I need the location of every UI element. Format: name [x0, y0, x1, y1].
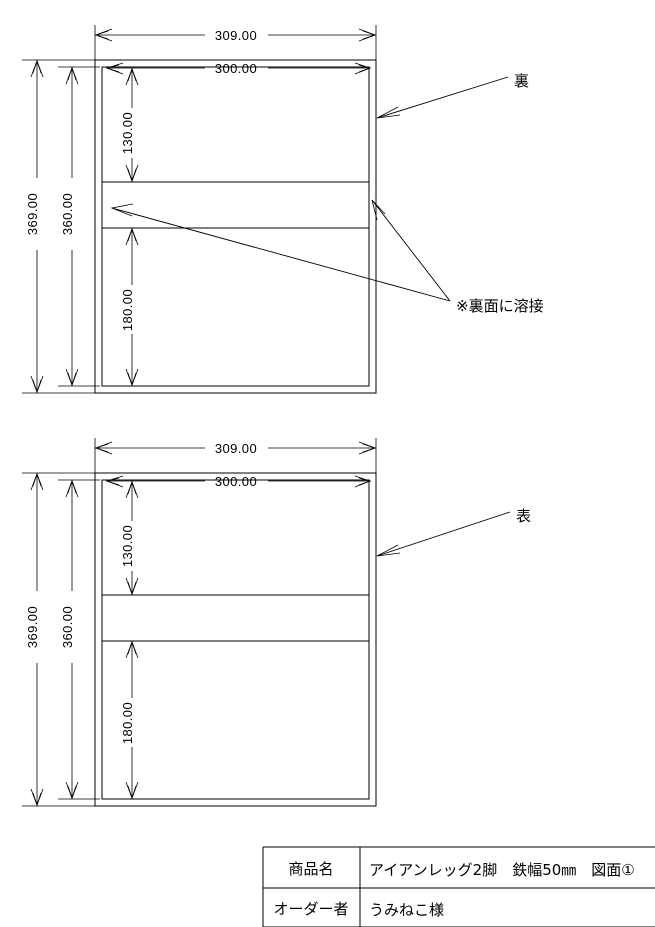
title-block-value-orderer: うみねこ様 — [369, 901, 444, 919]
title-block: 商品名 アイアンレッグ2脚 鉄幅50㎜ 図面① オーダー者 うみねこ様 — [262, 846, 655, 927]
dim-label-180-front: 180.00 — [120, 702, 135, 744]
view-back: 309.00 300.00 — [22, 25, 544, 394]
label-back-face: 裏 — [514, 72, 529, 90]
dim-upper-130-back: 130.00 — [120, 67, 139, 183]
back-outer-frame — [94, 59, 377, 394]
dim-lower-180-front: 180.00 — [120, 640, 139, 800]
dim-outer-height-back: 369.00 — [22, 59, 100, 394]
back-center-bar — [101, 181, 370, 229]
dim-label-300-front: 300.00 — [215, 474, 257, 489]
title-block-value-product: アイアンレッグ2脚 鉄幅50㎜ 図面① — [369, 861, 635, 879]
title-block-label-product: 商品名 — [288, 860, 333, 878]
dim-label-360-front: 360.00 — [60, 606, 75, 648]
dim-inner-height-front: 360.00 — [58, 479, 100, 800]
dim-label-130-back: 130.00 — [120, 112, 135, 154]
title-block-label-orderer: オーダー者 — [273, 900, 348, 918]
label-front-face: 表 — [516, 507, 531, 525]
dim-label-369-front: 369.00 — [25, 606, 40, 648]
dim-outer-width-front: 309.00 — [94, 438, 377, 475]
dim-label-300-back: 300.00 — [215, 61, 257, 76]
front-inner-frame — [101, 479, 370, 800]
front-outer-frame — [94, 472, 377, 807]
dim-label-360-back: 360.00 — [60, 193, 75, 235]
leader-weld-note: ※裏面に溶接 — [110, 199, 544, 315]
label-weld-note: ※裏面に溶接 — [456, 297, 544, 315]
dim-label-180-back: 180.00 — [120, 289, 135, 331]
dim-label-130-front: 130.00 — [120, 525, 135, 567]
dim-outer-height-front: 369.00 — [22, 472, 100, 807]
view-front: 309.00 300.00 — [22, 438, 531, 807]
front-center-bar — [101, 594, 370, 642]
back-inner-frame — [101, 66, 370, 387]
leader-front-face: 表 — [376, 507, 531, 557]
dim-label-369-back: 369.00 — [25, 193, 40, 235]
dim-lower-180-back: 180.00 — [120, 227, 139, 387]
dim-inner-width-front: 300.00 — [105, 474, 372, 489]
leader-back-face: 裏 — [376, 72, 529, 119]
dim-inner-height-back: 360.00 — [58, 66, 100, 387]
dim-label-309-front: 309.00 — [215, 441, 257, 456]
dim-upper-130-front: 130.00 — [120, 480, 139, 596]
dim-inner-width-back: 300.00 — [105, 61, 372, 76]
dim-label-309-back: 309.00 — [215, 28, 257, 43]
dim-outer-width-back: 309.00 — [94, 25, 377, 62]
